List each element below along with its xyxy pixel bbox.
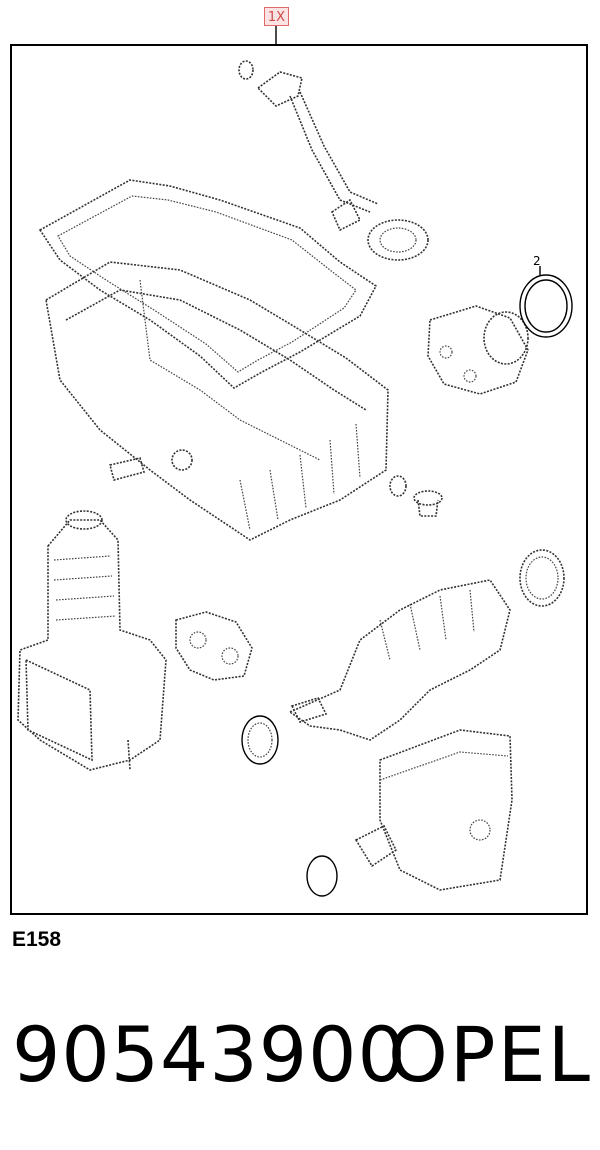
quantity-callout: 1X	[264, 7, 289, 26]
pump-oring	[306, 855, 338, 897]
oil-pickup-tube	[256, 71, 429, 261]
water-pump-gasket-ring	[519, 274, 573, 338]
crankshaft-front-seal	[241, 715, 279, 765]
drain-plug	[413, 490, 443, 517]
brand-name: OPEL	[387, 1010, 592, 1099]
oil-filter-housing	[17, 510, 167, 771]
crankshaft-rear-seal	[519, 549, 565, 607]
injection-pump	[354, 729, 513, 891]
oil-pickup-oring	[238, 60, 254, 80]
crankshaft	[288, 579, 511, 741]
part-number: 90543900	[12, 1010, 407, 1099]
part-reference-label: 2	[533, 254, 541, 268]
water-pump	[427, 305, 529, 395]
diagram-frame	[10, 44, 588, 915]
drain-plug-washer	[389, 475, 407, 497]
oil-pan	[45, 261, 389, 541]
filter-housing-gasket	[175, 611, 253, 681]
figure-code: E158	[12, 928, 62, 951]
footer: 90543900 OPEL	[12, 1010, 592, 1120]
